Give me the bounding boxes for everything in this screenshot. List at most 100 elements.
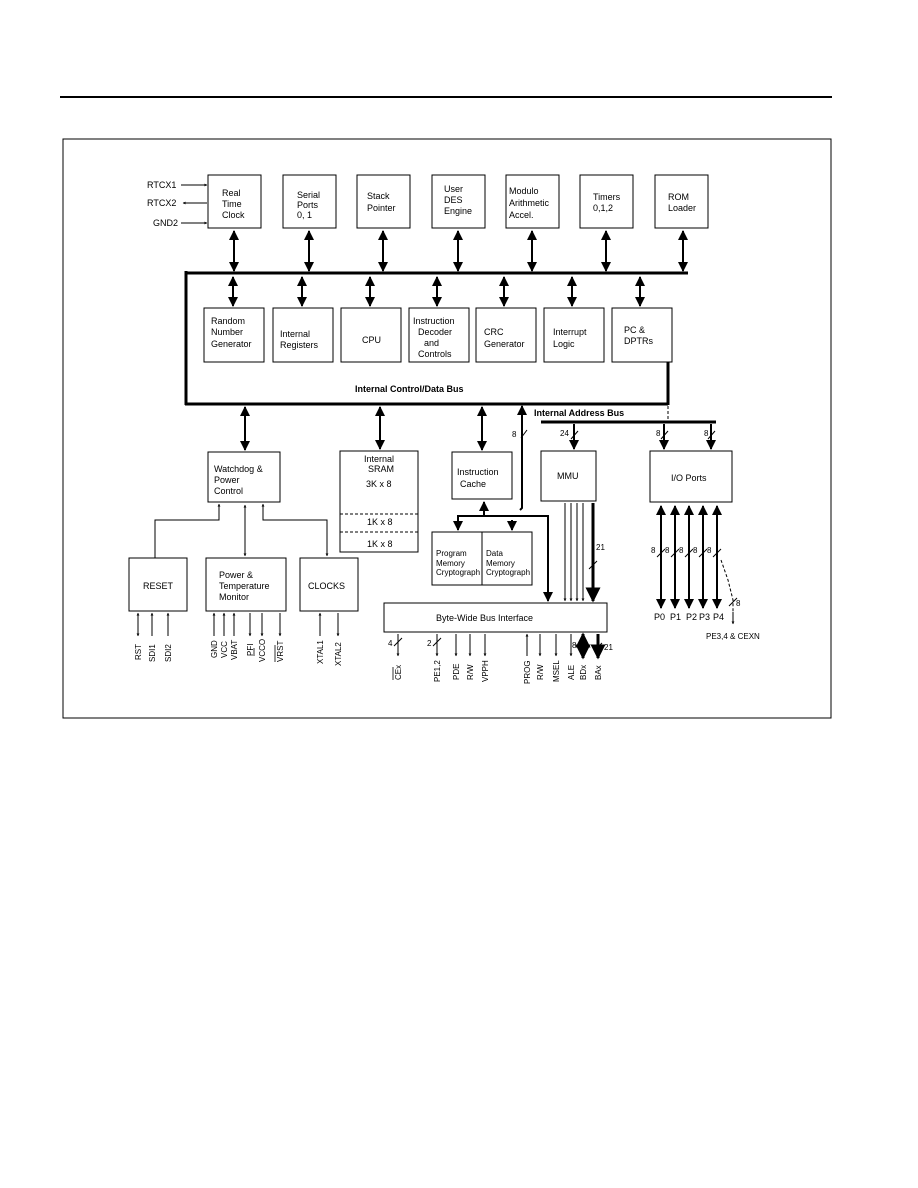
modulo-label-3: Accel. [509, 210, 534, 220]
svg-text:8: 8 [665, 546, 670, 555]
instruction-decoder-block [408, 307, 470, 363]
rtc-label-3: Clock [222, 210, 245, 220]
idc-label-4: Controls [418, 349, 452, 359]
second-row-connectors [228, 276, 645, 307]
icache-label-2: Cache [460, 479, 486, 489]
crypt-connectors [453, 501, 553, 602]
svg-text:8: 8 [693, 546, 698, 555]
pin-msel: MSEL [552, 660, 561, 682]
idc-label-2: Decoder [418, 327, 452, 337]
datacrypt-label-1: Data [486, 549, 503, 558]
third-row-connectors [240, 405, 716, 511]
serial-label-3: 0, 1 [297, 210, 312, 220]
stack-pointer-block [356, 174, 411, 229]
pin-labels: RST SDI1 SDI2 GND VCC VBAT PFI VCCO VRST… [134, 639, 603, 684]
pc-label-1: PC & [624, 325, 645, 335]
rom-label-1: ROM [668, 192, 689, 202]
pin-ale: ALE [567, 665, 576, 680]
timers-label-2: 0,1,2 [593, 203, 613, 213]
datacrypt-label-2: Memory [486, 559, 515, 568]
port-ext-label: PE3,4 & CEXN [706, 632, 760, 641]
svg-text:8: 8 [651, 546, 656, 555]
byte-wide-bus-interface-block [383, 602, 608, 633]
rom-label-2: Loader [668, 203, 696, 213]
stack-label-2: Pointer [367, 203, 396, 213]
rom-loader-block [654, 174, 709, 229]
serial-label-2: Ports [297, 200, 319, 210]
port-p4: P4 [713, 612, 724, 622]
pin-rw-a: R/W [466, 664, 475, 680]
mmu-label: MMU [557, 471, 579, 481]
rtc-label-1: Real [222, 188, 241, 198]
svg-text:4: 4 [388, 639, 393, 648]
pc-dptrs-block [611, 307, 673, 363]
port-p3: P3 [699, 612, 710, 622]
svg-text:8: 8 [679, 546, 684, 555]
address-bus-label: Internal Address Bus [534, 408, 624, 418]
pin-sdi1: SDI1 [148, 644, 157, 662]
watchdog-label-1: Watchdog & [214, 464, 263, 474]
port-lines [656, 505, 722, 609]
overbars [253, 645, 394, 680]
pin-rst: RST [134, 644, 143, 660]
pin-gnd: GND [210, 640, 219, 658]
idc-label-3: and [424, 338, 439, 348]
intreg-label-1: Internal [280, 329, 310, 339]
reset-label: RESET [143, 581, 174, 591]
pin-xtal2: XTAL2 [334, 642, 343, 666]
power-monitor-block [205, 557, 287, 612]
pin-vbat: VBAT [230, 640, 239, 660]
width-io-a: 8 [656, 429, 661, 438]
serial-label-1: Serial [297, 190, 320, 200]
pin-xtal1: XTAL1 [316, 640, 325, 664]
svg-text:21: 21 [604, 643, 613, 652]
modulo-label-2: Arithmetic [509, 198, 550, 208]
crc-label-2: Generator [484, 339, 525, 349]
svg-text:8: 8 [707, 546, 712, 555]
power-label-1: Power & [219, 570, 253, 580]
rtc-label-2: Time [222, 199, 242, 209]
rtc-external-signals: RTCX1 RTCX2 GND2 [147, 180, 208, 228]
clocks-block [299, 557, 359, 612]
reset-block [128, 557, 188, 612]
svg-text:8: 8 [572, 641, 577, 650]
bottom-pin-lines [136, 612, 573, 657]
rng-block [203, 307, 265, 363]
pc-label-2: DPTRs [624, 336, 653, 346]
pin-bdx: BDx [579, 665, 588, 680]
bwbi-label: Byte-Wide Bus Interface [436, 613, 533, 623]
pin-sdi2: SDI2 [164, 644, 173, 662]
pin-prog: PROG [523, 660, 532, 684]
pin-vcco: VCCO [258, 639, 267, 662]
width-io-b: 8 [704, 429, 709, 438]
internal-registers-block [272, 307, 334, 363]
pin-vrst: VRST [276, 641, 285, 662]
clocks-label: CLOCKS [308, 581, 345, 591]
pin-rw-b: R/W [536, 664, 545, 680]
pin-bax: BAx [594, 665, 603, 680]
power-label-3: Monitor [219, 592, 249, 602]
mmu-block [540, 450, 597, 502]
svg-text:8: 8 [736, 599, 741, 608]
svg-text:PC &DPTRs: PC &DPTRs [624, 325, 653, 346]
serial-ports-block [282, 174, 337, 229]
stack-label-1: Stack [367, 191, 390, 201]
width-mmu: 24 [560, 429, 569, 438]
port-width-ticks [656, 548, 738, 625]
width-mmu-bus: 21 [596, 543, 605, 552]
gnd2-label: GND2 [153, 218, 178, 228]
